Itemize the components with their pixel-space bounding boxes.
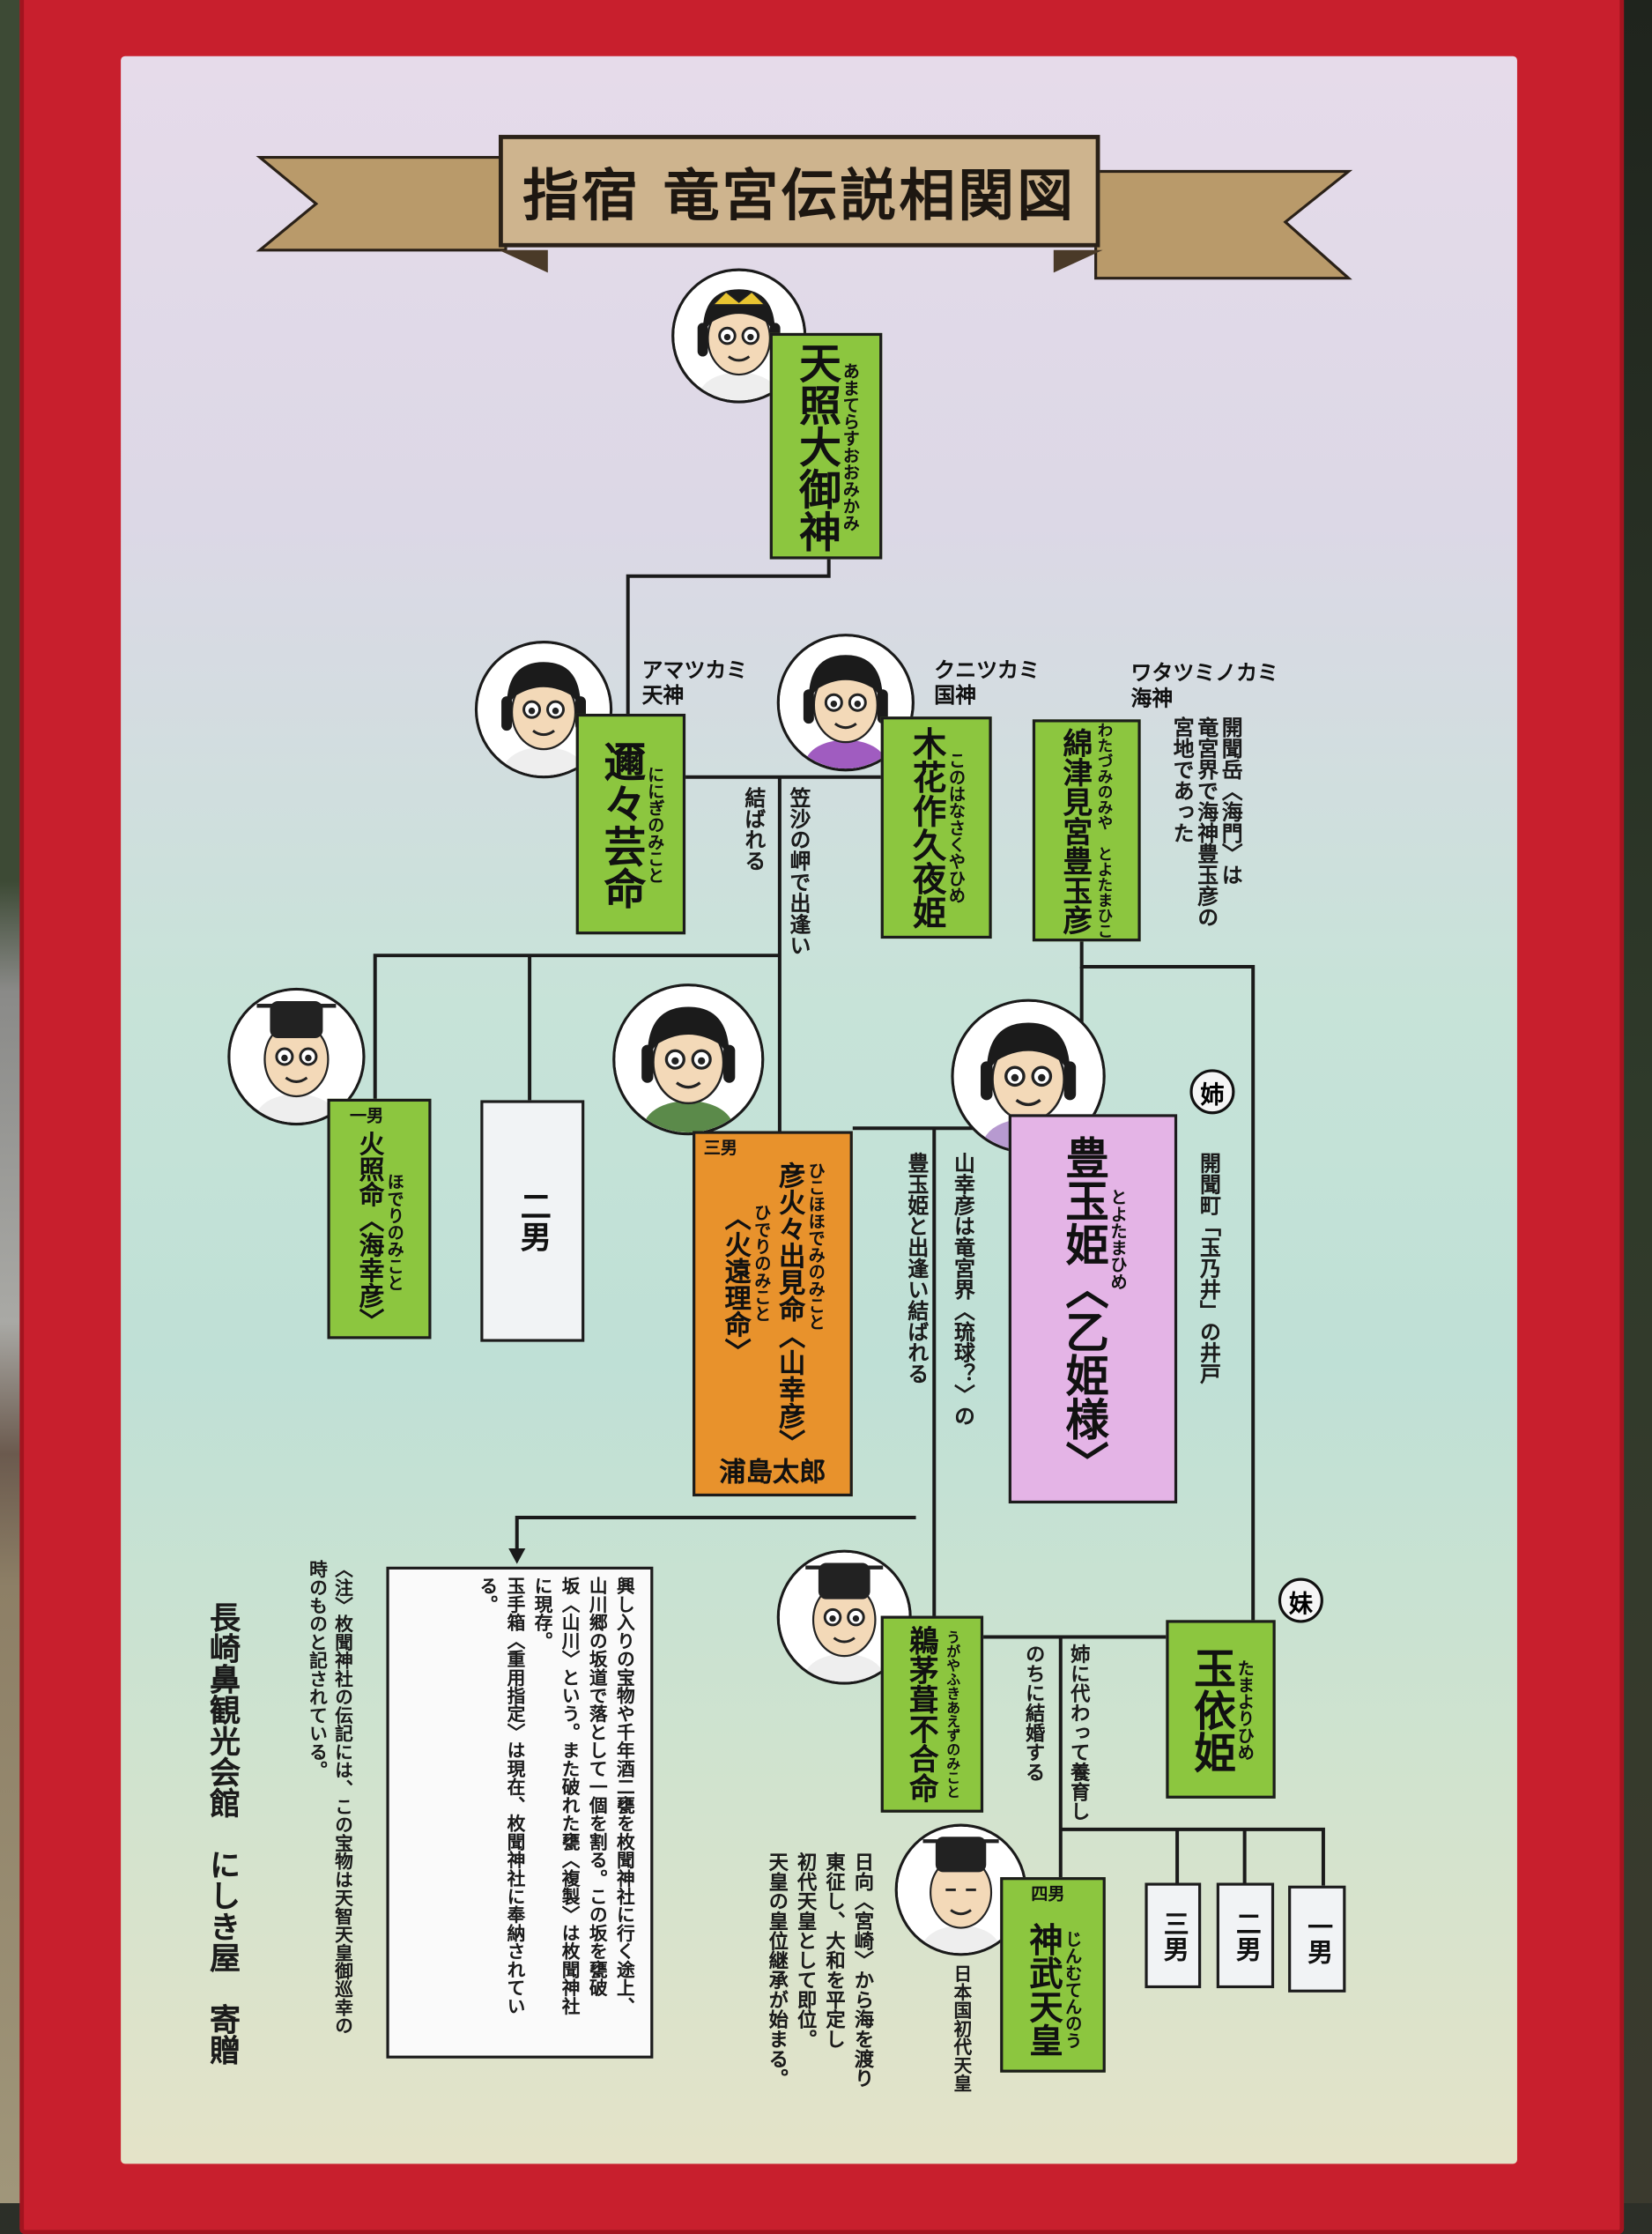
ruby-tamayori: たまよりひめ [1235, 1659, 1256, 1760]
person-ninigi[interactable]: ににぎのみこと 邇々芸命 [575, 713, 686, 935]
order-yamasachi: 三男 [703, 1138, 738, 1158]
name-second-son: 二男 [515, 1190, 551, 1252]
name-son-third: 三男 [1159, 1910, 1189, 1961]
alias-urashima: 浦島太郎 [719, 1457, 826, 1488]
banner-ribbon [256, 155, 1353, 280]
group-label-watatsumi: ワタツミノカミ 海神 [1130, 660, 1278, 711]
person-amaterasu[interactable]: あまてらすおおみかみ 天照大御神 [769, 332, 883, 560]
note-tamanoi: 開聞町「玉乃井」の井戸 [1196, 1152, 1223, 1384]
person-konohana[interactable]: このはなさくやひめ 木花作久夜姫 [880, 716, 992, 939]
name-watatsumi: 綿津見宮豊玉彦 [1059, 727, 1093, 934]
avatar-yamasachi [612, 983, 765, 1136]
note-kasasa-2: 結ばれる [742, 786, 767, 872]
note-footnote: 〈注〉枚聞神社の伝記には、この宝物は天智天皇御巡幸の 時のものと記されている。 [305, 1559, 352, 2035]
badge-younger-sister: 妹 [1278, 1577, 1323, 1623]
ruby-amaterasu: あまてらすおおみかみ [841, 361, 861, 531]
note-jimmu: 日向〈宮崎〉から海を渡り 東征し、大和を平定し 初代天皇として即位。 天皇の皇位… [766, 1852, 875, 2089]
person-toyotama[interactable]: とよたまひめ 豊玉姫〈乙姫様〉 [1008, 1114, 1178, 1504]
order-hoderi: 一男 [350, 1105, 384, 1126]
name-hoori: 〈火遠理命〉 [720, 1204, 752, 1365]
note-kaimon: 開聞岳〈海門〉は 竜宮界で海神豊玉彦の 宮地であった [1170, 716, 1245, 928]
caption-jimmu: 日本国初代天皇 [949, 1963, 971, 2093]
ruby-ugaya: うがやふきあえずのみこと [943, 1629, 959, 1799]
note-raise-1: 姉に代わって養育し [1067, 1644, 1091, 1822]
person-ugaya[interactable]: うがやふきあえずのみこと 鵜茅葺不合命 [880, 1615, 984, 1813]
ruby-yamasachi: ひこほほでみのみこと [806, 1162, 826, 1331]
name-tamayori: 玉依姫 [1185, 1645, 1235, 1773]
name-toyotama: 豊玉姫〈乙姫様〉 [1056, 1134, 1108, 1483]
name-son-second: 二男 [1232, 1910, 1262, 1961]
ruby-konohana: このはなさくやひめ [946, 752, 967, 904]
ruby-toyotama: とよたまひめ [1108, 1188, 1129, 1289]
group-label-amatsukami: アマツカミ 天神 [641, 657, 748, 709]
donor-credit: 長崎鼻観光会館 にしき屋 寄贈 [204, 1601, 240, 2066]
name-yamasachi: 彦火々出見命〈山幸彦〉 [774, 1162, 806, 1456]
avatar-toyotama [951, 998, 1106, 1154]
name-ninigi: 邇々芸命 [595, 739, 645, 909]
note-yamasachi-1: 山幸彦は竜宮界〈琉球？〉の [951, 1152, 977, 1427]
ruby-hoori: ひでりのみこと [752, 1204, 773, 1323]
face-icon [779, 636, 912, 769]
name-ugaya: 鵜茅葺不合命 [906, 1625, 940, 1803]
name-amaterasu: 天照大御神 [790, 340, 841, 552]
name-hoderi: 火照命〈海幸彦〉 [354, 1130, 385, 1333]
person-yamasachi[interactable]: 三男 ひこほほでみのみこと 彦火々出見命〈山幸彦〉 ひでりのみこと 〈火遠理命〉… [693, 1131, 853, 1497]
avatar-ninigi [474, 641, 613, 779]
note-yamasachi-2: 豊玉姫と出逢い結ばれる [905, 1152, 930, 1384]
page-title: 指宿 竜宮伝説相関図 [499, 135, 1100, 248]
person-second-son[interactable]: 二男 [480, 1100, 585, 1342]
person-son-third[interactable]: 三男 [1145, 1882, 1202, 1989]
person-tamayori[interactable]: たまよりひめ 玉依姫 [1166, 1620, 1276, 1799]
person-jimmu[interactable]: 四男 じんむてんのう 神武天皇 [1000, 1877, 1106, 2073]
person-watatsumi[interactable]: わたづみのみや とよたまひこ 綿津見宮豊玉彦 [1032, 719, 1141, 942]
note-treasure: 興し入りの宝物や千年酒二甕を枚聞神社に行く途上、 山川郷の坂道で落として一個を割… [386, 1566, 654, 2059]
face-icon [779, 1552, 909, 1682]
name-konohana: 木花作久夜姫 [906, 726, 946, 929]
person-hoderi[interactable]: 一男 ほでりのみこと 火照命〈海幸彦〉 [327, 1098, 432, 1340]
group-label-kunitsukami: クニツカミ 国神 [934, 657, 1040, 709]
face-icon [615, 986, 762, 1133]
note-raise-2: のちに結婚する [1022, 1644, 1046, 1782]
ruby-ninigi: ににぎのみこと [645, 765, 666, 884]
ruby-hoderi: ほでりのみこと [385, 1172, 405, 1291]
person-son-first[interactable]: 一男 [1288, 1885, 1346, 1993]
note-kasasa-1: 笠沙の岬で出逢い [787, 786, 812, 956]
badge-elder-sister: 姉 [1189, 1069, 1235, 1115]
name-son-first: 一男 [1303, 1913, 1334, 1964]
person-son-second[interactable]: 二男 [1216, 1882, 1275, 1989]
ruby-watatsumi: わたづみのみや とよたまひこ [1095, 722, 1115, 939]
ruby-jimmu: じんむてんのう [1063, 1929, 1084, 2048]
name-jimmu: 神武天皇 [1023, 1921, 1063, 2057]
order-jimmu: 四男 [1031, 1884, 1065, 1904]
